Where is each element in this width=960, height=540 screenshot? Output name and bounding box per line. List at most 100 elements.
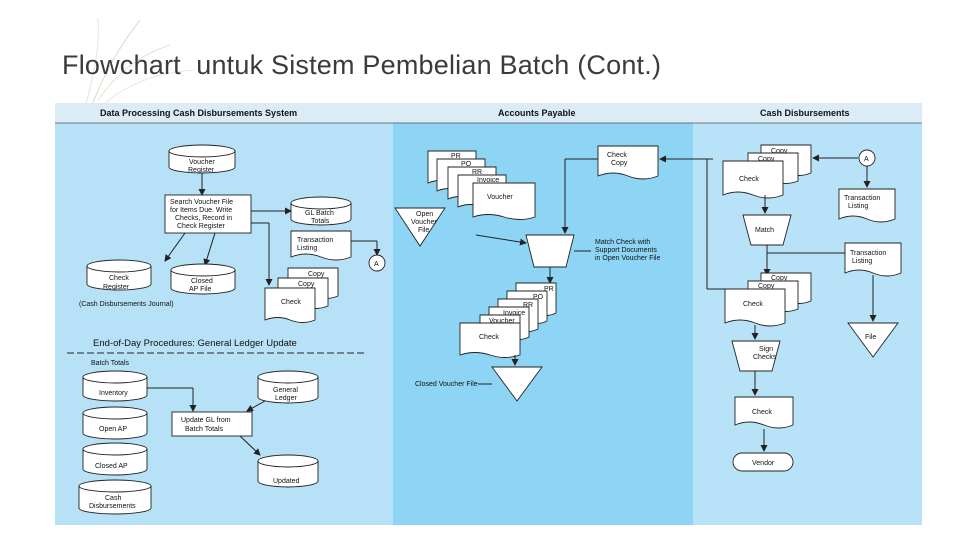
- cash-disbursements-disk: Cash Disbursements: [78, 479, 152, 515]
- svg-text:Support Documents: Support Documents: [595, 247, 657, 254]
- svg-text:Search Voucher File: Search Voucher File: [170, 199, 233, 206]
- svg-text:Listing: Listing: [848, 203, 868, 210]
- svg-text:Disbursements: Disbursements: [89, 503, 136, 510]
- svg-text:Copy: Copy: [758, 156, 775, 163]
- svg-text:Listing: Listing: [297, 245, 317, 252]
- matched-docs-stack: PR PO RR Invoice Voucher Check: [459, 282, 557, 358]
- svg-text:GL Batch: GL Batch: [305, 210, 334, 217]
- vendor-terminal: Vendor: [732, 452, 794, 472]
- cash-disbursements-journal-label: (Cash Disbursements Journal): [79, 301, 174, 308]
- closed-voucher-file: [491, 366, 543, 402]
- svg-text:Copy: Copy: [308, 271, 325, 278]
- closed-ap-file-disk: Closed AP File: [170, 263, 236, 295]
- connector-a-left: [368, 254, 386, 272]
- svg-text:Voucher: Voucher: [487, 194, 513, 201]
- closed-ap-disk: Closed AP: [82, 442, 148, 476]
- general-ledger-disk: General Ledger: [257, 370, 319, 404]
- svg-text:Updated: Updated: [273, 478, 300, 485]
- end-of-day-title: End-of-Day Procedures: General Ledger Up…: [93, 338, 297, 349]
- svg-text:Register: Register: [188, 167, 215, 174]
- svg-text:Check: Check: [281, 299, 301, 306]
- svg-text:Ledger: Ledger: [275, 395, 297, 402]
- svg-text:Check: Check: [739, 176, 759, 183]
- svg-text:Check: Check: [109, 275, 129, 282]
- svg-text:Copy: Copy: [771, 148, 788, 155]
- svg-text:PR: PR: [451, 153, 461, 160]
- svg-text:Invoice: Invoice: [503, 310, 525, 317]
- svg-text:A: A: [864, 156, 869, 163]
- svg-text:File: File: [865, 334, 876, 341]
- svg-text:Check: Check: [743, 301, 763, 308]
- check-doc-bottom: Check: [734, 396, 794, 429]
- svg-text:Checks, Record in: Checks, Record in: [175, 215, 232, 222]
- svg-text:General: General: [273, 387, 298, 394]
- svg-text:RR: RR: [523, 302, 533, 309]
- svg-text:in Open Voucher File: in Open Voucher File: [595, 255, 660, 262]
- svg-text:for Items Due. Write: for Items Due. Write: [170, 207, 232, 214]
- match-operation: [525, 234, 575, 268]
- svg-text:Transaction: Transaction: [850, 250, 886, 257]
- svg-text:Sign: Sign: [759, 346, 773, 353]
- svg-text:PO: PO: [461, 161, 472, 168]
- svg-text:Copy: Copy: [758, 283, 775, 290]
- voucher-register-label: Voucher: [189, 159, 215, 166]
- svg-text:Totals: Totals: [311, 218, 330, 225]
- svg-text:Copy: Copy: [771, 275, 788, 282]
- svg-text:Transaction: Transaction: [297, 237, 333, 244]
- svg-text:Open AP: Open AP: [99, 426, 127, 433]
- file-triangle: File: [847, 322, 899, 358]
- leaf-watermark-icon: [84, 17, 196, 109]
- header-band: [55, 103, 922, 123]
- svg-text:PO: PO: [533, 294, 544, 301]
- search-voucher-process: Search Voucher File for Items Due. Write…: [164, 194, 252, 234]
- check-copies-top: Copy Copy Check: [722, 144, 812, 199]
- svg-text:PR: PR: [544, 286, 554, 293]
- match-right: Match: [742, 214, 792, 246]
- svg-text:Invoice: Invoice: [477, 177, 499, 184]
- lane-label-left: Data Processing Cash Disbursements Syste…: [100, 108, 297, 118]
- open-ap-disk: Open AP: [82, 406, 148, 440]
- svg-text:A: A: [374, 261, 379, 268]
- batch-totals-label: Batch Totals: [91, 360, 130, 367]
- svg-text:Voucher: Voucher: [411, 219, 437, 226]
- open-voucher-file: Open Voucher File: [394, 207, 446, 247]
- svg-text:Register: Register: [103, 284, 130, 291]
- svg-text:Vendor: Vendor: [752, 460, 775, 467]
- check-copies-mid: Copy Copy Check: [724, 272, 812, 327]
- svg-text:Listing: Listing: [852, 258, 872, 265]
- voucher-register-disk: Voucher Register: [168, 144, 236, 174]
- svg-text:Closed: Closed: [191, 278, 213, 285]
- sign-checks-op: Sign Checks: [731, 340, 781, 372]
- svg-text:Update GL from: Update GL from: [181, 417, 231, 424]
- transaction-listing-right-2: Transaction Listing: [844, 242, 902, 277]
- svg-text:Cash: Cash: [105, 495, 121, 502]
- inventory-disk: Inventory: [82, 370, 148, 402]
- transaction-listing-right: Transaction Listing: [838, 188, 896, 223]
- slide-title: Flowchart untuk Sistem Pembelian Batch (…: [62, 50, 662, 80]
- lane-label-middle: Accounts Payable: [498, 108, 576, 118]
- svg-text:AP File: AP File: [189, 286, 212, 293]
- lane-label-right: Cash Disbursements: [760, 108, 850, 118]
- check-copies-stack: Copy Copy Check: [264, 267, 339, 323]
- svg-text:Closed AP: Closed AP: [95, 463, 128, 470]
- svg-text:Open: Open: [416, 211, 433, 218]
- svg-text:Check Register: Check Register: [177, 223, 226, 230]
- svg-text:Check: Check: [479, 334, 499, 341]
- svg-text:Copy: Copy: [298, 281, 315, 288]
- svg-text:RR: RR: [472, 169, 482, 176]
- updated-disk: Updated: [257, 454, 319, 488]
- svg-text:Checks: Checks: [753, 354, 777, 361]
- update-gl-process: Update GL from Batch Totals: [171, 411, 253, 437]
- svg-text:Match Check with: Match Check with: [595, 239, 650, 246]
- svg-text:Check: Check: [752, 409, 772, 416]
- svg-text:Match: Match: [755, 227, 774, 234]
- source-docs-stack: PR PO RR Invoice Voucher: [427, 150, 536, 220]
- svg-text:Copy: Copy: [611, 160, 628, 167]
- svg-text:Check: Check: [607, 152, 627, 159]
- flowchart: Data Processing Cash Disbursements Syste…: [55, 103, 922, 525]
- check-register-disk: Check Register: [86, 259, 152, 291]
- svg-text:Closed Voucher File: Closed Voucher File: [415, 381, 478, 388]
- svg-text:Voucher: Voucher: [489, 318, 515, 325]
- svg-text:File: File: [418, 227, 429, 234]
- svg-text:Batch Totals: Batch Totals: [185, 426, 224, 433]
